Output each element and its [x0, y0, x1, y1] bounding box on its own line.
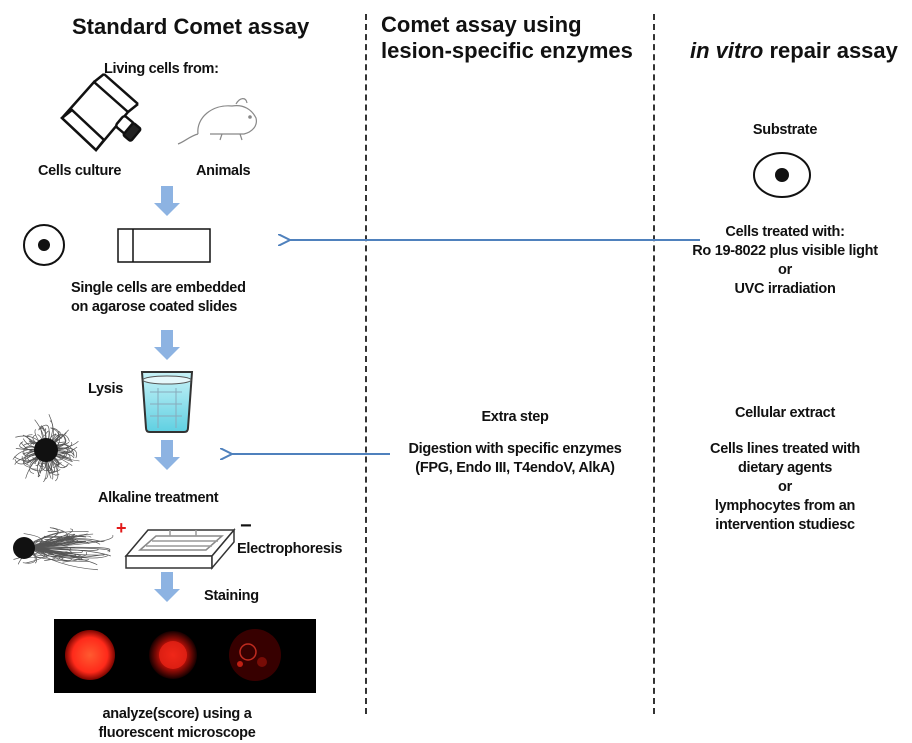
extra-step-label: Extra step: [481, 409, 549, 425]
down-arrow-4: [154, 572, 180, 602]
header-in-vitro-italic: in vitro: [690, 38, 764, 63]
header-repair-rest: repair assay: [763, 38, 898, 63]
cells-treated-line3: or: [778, 262, 792, 278]
digestion-line2: (FPG, Endo III, T4endoV, AlkA): [415, 460, 615, 476]
living-cells-label: Living cells from:: [104, 61, 219, 77]
header-lesion-specific: Comet assay using lesion-specific enzyme…: [381, 12, 651, 64]
electrophoresis-plus-sign: +: [116, 518, 127, 538]
extract-line3: or: [778, 479, 792, 495]
electrophoresis-tank-icon: [124, 527, 236, 571]
cellular-extract-desc: Cells lines treated with dietary agents …: [660, 440, 910, 535]
header-standard-comet-assay: Standard Comet assay: [72, 14, 310, 39]
alkaline-treatment-label: Alkaline treatment: [98, 490, 219, 506]
cells-culture-label: Cells culture: [38, 163, 122, 179]
cells-treated-line1: Cells treated with:: [725, 224, 845, 240]
substrate-label: Substrate: [752, 122, 818, 138]
animals-label: Animals: [196, 163, 251, 179]
embedded-line2: on agarose coated slides: [71, 299, 238, 315]
substrate-cell-icon: [753, 152, 811, 198]
extract-line4: lymphocytes from an: [714, 498, 856, 514]
cells-treated-line4: UVC irradiation: [734, 281, 836, 297]
electrophoresis-minus-sign: −: [240, 515, 252, 537]
stained-nucleus-damaged: [149, 631, 197, 679]
down-arrow-2: [154, 330, 180, 360]
analyze-line2: fluorescent microscope: [98, 725, 256, 741]
extract-line5: intervention studiesc: [715, 517, 855, 533]
stained-nucleus-intact: [65, 630, 115, 680]
cell-culture-flask-icon: [60, 73, 142, 152]
stained-nucleus-fragmented: [229, 629, 281, 681]
embedded-line1: Single cells are embedded: [71, 280, 246, 296]
cells-treated-line2: Ro 19-8022 plus visible light: [692, 243, 878, 259]
analyze-label: analyze(score) using a fluorescent micro…: [52, 705, 302, 743]
single-cell-icon: [23, 224, 65, 266]
agarose-slide-icon: [117, 228, 211, 263]
cells-treated-label: Cells treated with: Ro 19-8022 plus visi…: [660, 223, 910, 299]
lysis-beaker-icon: [140, 371, 194, 433]
header-lesion-line1: Comet assay using: [381, 12, 582, 37]
mouse-icon: [177, 98, 257, 145]
down-arrow-1: [154, 186, 180, 216]
analyze-line1: analyze(score) using a: [102, 706, 252, 722]
fluorescent-micrograph-strip: [54, 619, 316, 693]
nucleoid-halo-icon: [12, 414, 80, 483]
header-lesion-line2: lesion-specific enzymes: [381, 38, 633, 63]
comet-tail-icon: [13, 527, 114, 571]
electrophoresis-label: Electrophoresis: [237, 541, 343, 557]
column-divider-left: [365, 14, 367, 714]
down-arrow-3: [154, 440, 180, 470]
lysis-label: Lysis: [88, 381, 124, 397]
digestion-label: Digestion with specific enzymes (FPG, En…: [375, 440, 655, 478]
digestion-line1: Digestion with specific enzymes: [408, 441, 622, 457]
embedded-label: Single cells are embedded on agarose coa…: [71, 279, 246, 317]
extract-line2: dietary agents: [737, 460, 833, 476]
column-divider-right: [653, 14, 655, 714]
header-in-vitro-repair: in vitro repair assay: [690, 38, 898, 64]
extract-line1: Cells lines treated with: [710, 441, 860, 457]
staining-label: Staining: [204, 588, 259, 604]
cellular-extract-label: Cellular extract: [735, 405, 835, 421]
